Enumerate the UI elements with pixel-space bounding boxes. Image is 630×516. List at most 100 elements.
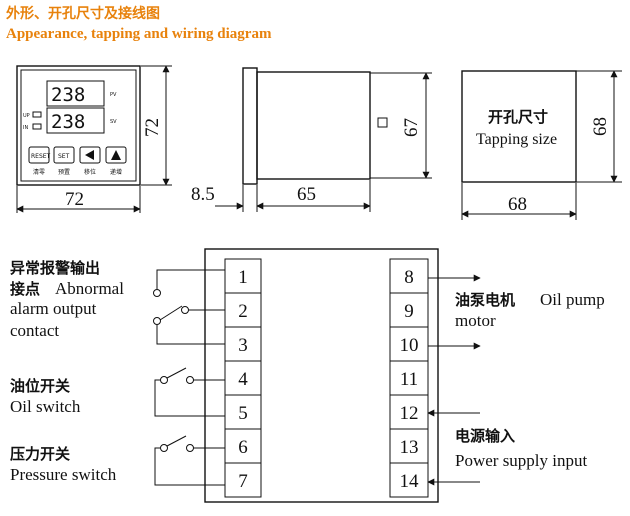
- pressure-wire-t7: [154, 447, 225, 486]
- terminal-left-6: 6: [224, 428, 262, 464]
- alarm-label-cn-2: 接点: [10, 280, 40, 298]
- side-view: 67 8.5 65: [191, 67, 432, 212]
- alarm-contact-blade: [159, 305, 183, 321]
- alarm-wire-t1: [156, 269, 225, 289]
- terminal-block-outline: [204, 248, 439, 503]
- side-body: [256, 71, 371, 180]
- terminal-number: 2: [238, 301, 248, 322]
- terminal-right-1: 8: [389, 258, 429, 294]
- terminal-right-7: 14: [389, 462, 429, 498]
- pressure-switch-node-b: [186, 444, 194, 452]
- title-chinese: 外形、开孔尺寸及接线图: [6, 5, 160, 22]
- flange-depth-dim: 8.5: [191, 184, 215, 205]
- oil-switch-node-a: [160, 376, 168, 384]
- terminal-number: 3: [238, 335, 248, 356]
- power-label-cn: 电源输入: [455, 427, 515, 445]
- increment-button[interactable]: 递增: [105, 146, 127, 176]
- led-up-label: UP: [23, 113, 30, 119]
- cutout-width-dim: 68: [508, 194, 527, 215]
- terminal-number: 9: [404, 301, 414, 322]
- pump-label-en-2: motor: [455, 311, 496, 330]
- terminal-number: 10: [400, 335, 419, 356]
- side-marker-square: [377, 117, 388, 128]
- alarm-contact-common-node: [181, 306, 189, 314]
- set-button-label: SET: [58, 153, 70, 160]
- pump-label-cn: 油泵电机: [455, 291, 515, 309]
- sv-label: SV: [110, 119, 117, 125]
- cutout-title-en: Tapping size: [476, 131, 557, 148]
- terminal-right-3: 10: [389, 326, 429, 362]
- pump-label-en-1: Oil pump: [540, 290, 605, 309]
- reset-button[interactable]: RESET 清零: [28, 146, 51, 176]
- terminal-number: 6: [238, 437, 248, 458]
- reset-button-label: RESET: [31, 153, 51, 160]
- shift-left-icon: [85, 150, 94, 160]
- side-height-dim: 67: [401, 118, 422, 137]
- set-button-caption: 预置: [58, 168, 70, 176]
- increment-up-icon: [111, 150, 121, 160]
- oil-switch-label-en: Oil switch: [10, 397, 81, 416]
- terminal-number: 13: [400, 437, 419, 458]
- sv-display-value: 238: [51, 111, 85, 133]
- pressure-switch-node-a: [160, 444, 168, 452]
- sv-display-window: [46, 107, 105, 134]
- cutout-view: 开孔尺寸 Tapping size 68 68: [461, 70, 622, 220]
- led-in-indicator: [32, 123, 42, 130]
- terminal-left-1: 1: [224, 258, 262, 294]
- cutout-title-cn: 开孔尺寸: [488, 108, 548, 126]
- oil-wire-t5: [154, 379, 225, 417]
- front-panel-outline: [16, 65, 141, 186]
- shift-button[interactable]: 移位: [79, 146, 101, 176]
- terminal-number: 14: [400, 471, 420, 492]
- oil-switch-blade: [166, 367, 187, 379]
- terminal-left-5: 5: [224, 394, 262, 430]
- front-panel-inner: [20, 69, 137, 182]
- pressure-switch-blade: [166, 435, 187, 447]
- alarm-contact-no-node: [153, 317, 161, 325]
- side-flange: [242, 67, 258, 185]
- terminal-number: 8: [404, 267, 414, 288]
- alarm-label-en-3: contact: [10, 321, 59, 340]
- title-english: Appearance, tapping and wiring diagram: [6, 26, 272, 42]
- alarm-label-cn-1: 异常报警输出: [10, 259, 100, 277]
- terminal-number: 7: [238, 471, 248, 492]
- front-view: 238 238 PV SV UP IN RESET 清零 SET 预置 移位 递…: [16, 65, 172, 213]
- led-in-label: IN: [23, 125, 28, 131]
- pv-display-window: [46, 80, 105, 107]
- cutout-outline: [461, 70, 577, 183]
- power-label-en: Power supply input: [455, 451, 588, 470]
- terminal-number: 4: [238, 369, 248, 390]
- terminal-right-2: 9: [389, 292, 429, 328]
- oil-switch-label-cn: 油位开关: [10, 377, 70, 395]
- front-height-dim: 72: [142, 118, 163, 137]
- increment-button-caption: 递增: [110, 168, 122, 176]
- terminal-left-7: 7: [224, 462, 262, 498]
- terminal-number: 12: [400, 403, 419, 424]
- shift-button-caption: 移位: [84, 168, 96, 176]
- alarm-label-en-1: Abnormal: [55, 279, 124, 298]
- cutout-height-dim: 68: [590, 117, 611, 136]
- front-width-dim: 72: [65, 189, 84, 210]
- alarm-wire-t3: [156, 325, 225, 345]
- terminal-right-4: 11: [389, 360, 429, 396]
- alarm-contact-nc-node: [153, 289, 161, 297]
- terminal-right-5: 12: [389, 394, 429, 430]
- pressure-switch-label-en: Pressure switch: [10, 465, 117, 484]
- terminal-right-6: 13: [389, 428, 429, 464]
- terminal-left-2: 2: [224, 292, 262, 328]
- alarm-label-en-2: alarm output: [10, 299, 97, 318]
- pv-display-value: 238: [51, 84, 85, 106]
- reset-button-caption: 清零: [33, 168, 45, 176]
- body-depth-dim: 65: [297, 184, 316, 205]
- oil-switch-node-b: [186, 376, 194, 384]
- terminal-left-3: 3: [224, 326, 262, 362]
- pressure-switch-label-cn: 压力开关: [10, 445, 70, 463]
- terminal-number: 11: [400, 369, 418, 390]
- pv-label: PV: [110, 92, 117, 98]
- set-button[interactable]: SET 预置: [53, 146, 75, 176]
- terminal-number: 5: [238, 403, 248, 424]
- led-up-indicator: [32, 111, 42, 118]
- terminal-number: 1: [238, 267, 248, 288]
